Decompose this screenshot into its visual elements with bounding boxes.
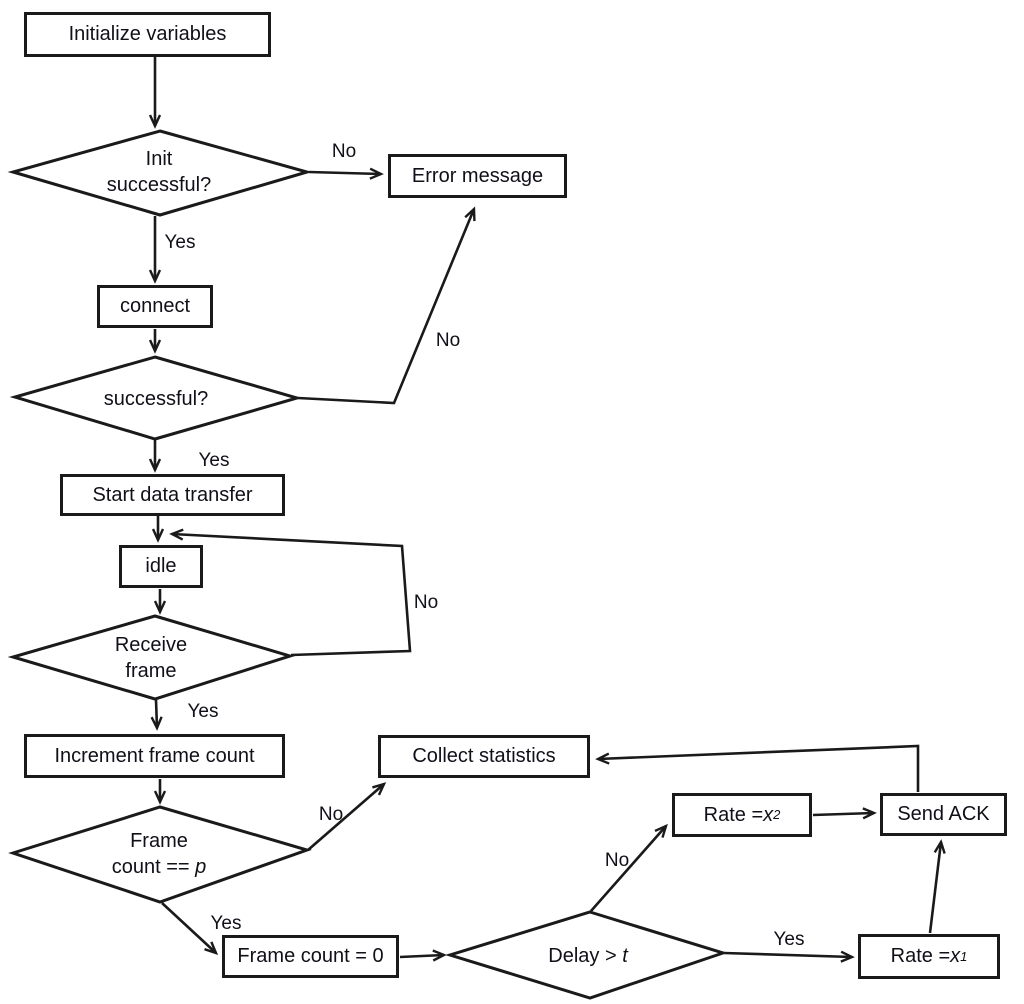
decision-successful-line1: successful? bbox=[103, 388, 209, 410]
decision-init-successful-line1: Init bbox=[145, 148, 173, 170]
decision-delay-t-var: t bbox=[622, 945, 628, 967]
node-error-message: Error message bbox=[388, 154, 567, 198]
node-collect-statistics-label: Collect statistics bbox=[412, 745, 556, 767]
node-error-message-label: Error message bbox=[411, 164, 544, 187]
decision-frame-count-p-line2-var: p bbox=[195, 856, 207, 878]
node-idle: idle bbox=[119, 545, 203, 588]
edge-init-successful-no-to-error bbox=[308, 167, 384, 180]
node-connect-label: connect bbox=[119, 295, 191, 317]
decision-delay-t-prefix: Delay > bbox=[548, 945, 623, 967]
edge-frame-zero-to-delay bbox=[399, 949, 447, 962]
edge-delay-yes-to-rate-x1 bbox=[723, 950, 855, 963]
decision-receive-frame-label: Receive frame bbox=[115, 632, 187, 684]
edge-receive-frame-no-loop-to-idle bbox=[169, 528, 412, 657]
node-increment-frame-count-label: Increment frame count bbox=[54, 744, 255, 767]
edge-successful-no-to-error bbox=[297, 206, 476, 405]
edge-delay-no-to-rate-x2 bbox=[590, 823, 668, 912]
node-frame-count-zero: Frame count = 0 bbox=[222, 935, 399, 978]
edge-label-count-no: No bbox=[318, 804, 344, 825]
edge-label-successful-no: No bbox=[435, 330, 461, 351]
node-rate-x2-var: x bbox=[763, 803, 774, 826]
node-rate-x1-var: x bbox=[950, 945, 961, 967]
decision-init-successful-label: Init successful? bbox=[107, 146, 212, 198]
node-send-ack: Send ACK bbox=[880, 793, 1007, 836]
edge-send-ack-to-collect bbox=[595, 744, 920, 792]
decision-frame-count-p-label: Frame count == p bbox=[112, 828, 207, 880]
node-collect-statistics: Collect statistics bbox=[378, 735, 590, 778]
decision-receive-frame-line2: frame bbox=[125, 660, 177, 682]
node-initialize-variables-label: Initialize variables bbox=[68, 23, 227, 45]
decision-receive-frame-line1: Receive bbox=[114, 634, 188, 656]
edge-receive-frame-yes-to-increment bbox=[150, 699, 163, 731]
edge-label-delay-yes: Yes bbox=[773, 929, 805, 950]
node-idle-label: idle bbox=[145, 555, 177, 577]
edge-frame-count-p-yes-to-frame-zero bbox=[161, 902, 219, 955]
node-send-ack-label: Send ACK bbox=[897, 803, 990, 825]
edge-rate-x2-to-send-ack bbox=[812, 807, 877, 820]
decision-delay-t-shape bbox=[444, 910, 728, 1000]
node-connect: connect bbox=[97, 285, 213, 328]
decision-init-successful-line2: successful? bbox=[106, 174, 212, 196]
node-initialize-variables: Initialize variables bbox=[24, 12, 271, 57]
decision-frame-count-p-shape bbox=[8, 805, 312, 904]
node-rate-x2-prefix: Rate = bbox=[703, 803, 764, 826]
node-rate-x1-prefix: Rate = bbox=[890, 945, 951, 967]
edge-label-count-yes: Yes bbox=[210, 913, 242, 934]
decision-delay-t-label: Delay > t bbox=[548, 943, 628, 969]
decision-successful-shape bbox=[9, 355, 303, 441]
decision-init-successful-shape bbox=[7, 129, 313, 217]
node-frame-count-zero-label: Frame count = 0 bbox=[237, 945, 384, 967]
edge-frame-count-p-no-to-collect bbox=[307, 782, 387, 851]
decision-receive-frame-shape bbox=[7, 614, 296, 701]
edge-label-receive-yes: Yes bbox=[187, 701, 219, 722]
node-increment-frame-count: Increment frame count bbox=[24, 734, 285, 778]
decision-frame-count-p-line1: Frame bbox=[130, 830, 188, 852]
edge-label-receive-no: No bbox=[413, 592, 439, 613]
edge-rate-x1-to-send-ack bbox=[928, 839, 946, 934]
node-start-data-transfer-label: Start data transfer bbox=[92, 483, 253, 506]
node-start-data-transfer: Start data transfer bbox=[60, 474, 285, 516]
edge-label-delay-no: No bbox=[604, 850, 630, 871]
edge-label-init-yes: Yes bbox=[164, 232, 196, 253]
decision-successful-label: successful? bbox=[104, 386, 209, 412]
decision-frame-count-p-line2-prefix: count == bbox=[111, 856, 196, 878]
edge-label-init-no: No bbox=[331, 141, 357, 162]
decision-frame-count-p-line2: count == p bbox=[112, 854, 207, 880]
edge-label-successful-yes: Yes bbox=[198, 450, 230, 471]
